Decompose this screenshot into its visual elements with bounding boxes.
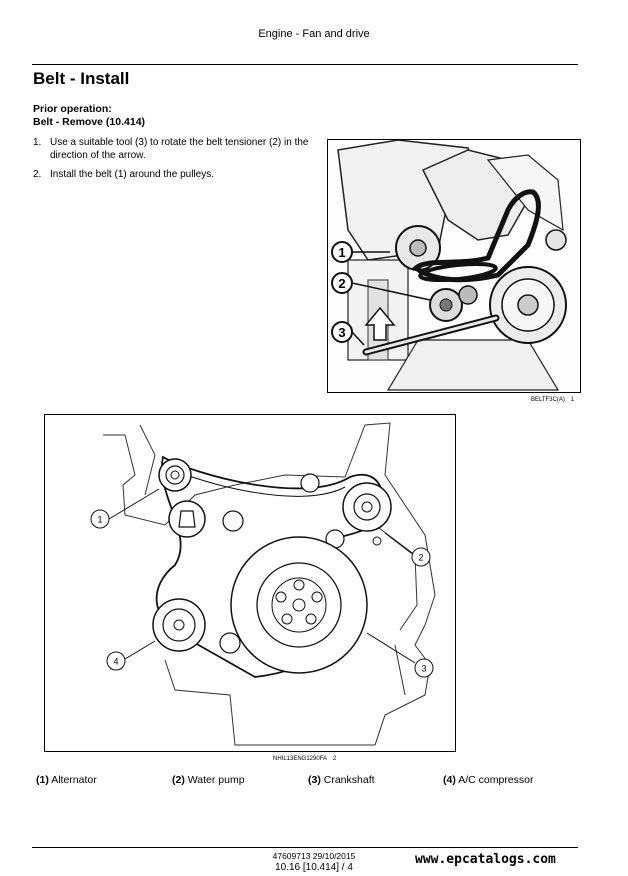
callout-2-label: 2: [418, 553, 423, 563]
legend-item: (3) Crankshaft: [308, 774, 375, 786]
legend-number: (1): [36, 774, 49, 786]
legend-label: A/C compressor: [458, 774, 534, 786]
callout-2: 2: [331, 272, 431, 301]
belt-routing-diagram: 1 2 3 4: [90, 422, 436, 746]
figure-1-code: BELTF3C(A): [531, 397, 565, 403]
figure-2-code: NHIL13ENG1290FA: [273, 756, 328, 762]
legend-item: (4) A/C compressor: [443, 774, 533, 786]
callout-1: 1: [331, 241, 390, 263]
footer-page-number: 10.16 [10.414] / 4: [275, 862, 353, 873]
legend-label: Water pump: [187, 774, 245, 786]
figure-1-caption: BELTF3C(A) 1: [531, 397, 574, 403]
figure-2-number: 2: [333, 756, 337, 762]
header-rule: [32, 64, 578, 65]
steps-list: 1. Use a suitable tool (3) to rotate the…: [33, 136, 323, 187]
prior-operation-link[interactable]: Belt - Remove (10.414): [33, 116, 146, 128]
callout-2-label: 2: [338, 276, 345, 291]
step-number: 1.: [33, 137, 42, 148]
legend-label: Crankshaft: [323, 774, 375, 786]
figure-1-engine-photo: 1 2 3: [327, 139, 581, 393]
legend-label: Alternator: [51, 774, 97, 786]
callout-3-label: 3: [421, 664, 426, 674]
section-title: Belt - Install: [33, 69, 130, 88]
step-text: Use a suitable tool (3) to rotate the be…: [50, 137, 309, 161]
callout-4-label: 4: [113, 657, 118, 667]
watermark: www.epcatalogs.com: [415, 852, 556, 867]
callout-3: 3: [331, 321, 365, 346]
legend-number: (4): [443, 774, 456, 786]
callout-3-label: 3: [338, 325, 345, 340]
legend-number: (3): [308, 774, 321, 786]
step: 2. Install the belt (1) around the pulle…: [33, 168, 323, 181]
callout-1-label: 1: [97, 515, 102, 525]
callout-3: 3: [366, 632, 434, 678]
callout-2: 2: [384, 532, 431, 567]
prior-operation-label: Prior operation:: [33, 103, 112, 115]
figure-2-belt-routing: 1 2 3 4: [44, 414, 456, 752]
legend-item: (1) Alternator: [36, 774, 97, 786]
prior-operation: Prior operation: Belt - Remove (10.414): [33, 103, 145, 129]
footer-document-number: 47609713 29/10/2015: [272, 851, 356, 861]
callout-1-label: 1: [338, 245, 345, 260]
step-text: Install the belt (1) around the pulleys.: [50, 169, 214, 180]
legend-item: (2) Water pump: [172, 774, 245, 786]
legend-number: (2): [172, 774, 185, 786]
engine-belt-photo: 1 2 3: [328, 139, 580, 392]
callout-4: 4: [106, 640, 156, 671]
footer-rule: [32, 847, 578, 848]
step: 1. Use a suitable tool (3) to rotate the…: [33, 136, 323, 162]
page-header: Engine - Fan and drive: [258, 28, 370, 40]
figure-2-caption: NHIL13ENG1290FA 2: [273, 756, 336, 762]
figure-1-number: 1: [570, 397, 575, 403]
callout-1: 1: [90, 488, 160, 529]
step-number: 2.: [33, 169, 42, 180]
